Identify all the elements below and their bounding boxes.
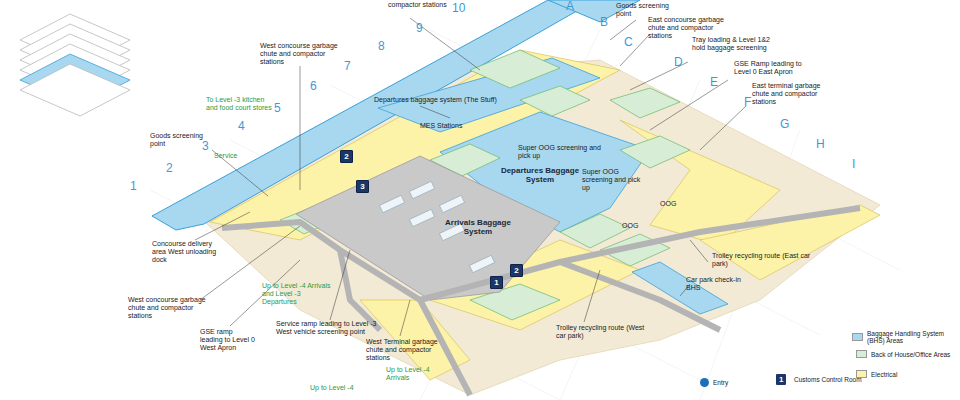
grid-reference: G: [780, 118, 789, 130]
legend-number: 1: [776, 374, 786, 385]
callout-text: East terminal garbage chute and compacto…: [752, 82, 832, 106]
grid-reference: 7: [344, 60, 351, 72]
callout-text: Up to Level -4 Arrivals: [386, 366, 446, 382]
legend-item: Customs Control Room: [794, 376, 862, 383]
callout-text: Goods screening point: [150, 132, 210, 148]
marker-number: 2: [511, 265, 522, 276]
legend-text: Customs Control Room: [794, 376, 862, 383]
callout-text: Service: [214, 152, 237, 160]
control-room-marker: 2: [510, 264, 523, 277]
grid-reference: 1: [130, 180, 137, 192]
callout-text: Service ramp leading to Level -3 West ve…: [276, 320, 380, 336]
legend-text: Entry: [713, 379, 728, 386]
callout-text: Super OOG screening and pick up: [518, 144, 608, 160]
callout-text: OOG: [622, 222, 638, 230]
grid-reference: 4: [238, 120, 245, 132]
grid-reference: H: [816, 138, 825, 150]
grid-reference: E: [710, 76, 718, 88]
legend-swatch: [852, 333, 863, 341]
grid-reference: C: [624, 36, 633, 48]
callout-text: Trolley recycling route (West car park): [556, 324, 646, 340]
legend-item: Entry: [700, 378, 728, 387]
callout-text: Up to Level -4: [310, 384, 354, 392]
callout-text: compactor stations: [388, 1, 460, 9]
grid-reference: B: [600, 16, 608, 28]
callout-text: Goods screening point: [616, 2, 672, 18]
control-room-marker: 1: [490, 276, 503, 289]
control-room-marker: 3: [356, 180, 369, 193]
grid-reference: 2: [166, 162, 173, 174]
entry-icon: [700, 378, 709, 387]
callout-text: West Terminal garbage chute and compacto…: [366, 338, 446, 362]
callout-text: Up to Level -4 Arrivals and Level -3 Dep…: [262, 282, 332, 306]
marker-number: 3: [357, 181, 368, 192]
legend-swatch: [856, 350, 867, 358]
callout-text: Departures baggage system (The Stuff): [374, 96, 514, 104]
grid-reference: 10: [452, 2, 465, 14]
callout-text: Super OOG screening and pick up: [582, 168, 642, 192]
callout-text: Car park check-in BHS: [686, 276, 746, 292]
callout-text: Concourse delivery area West unloading d…: [152, 240, 224, 264]
grid-reference: I: [852, 158, 855, 170]
callout-text: Arrivals Baggage System: [438, 218, 518, 236]
callout-text: OOG: [660, 200, 676, 208]
grid-reference: 8: [378, 40, 385, 52]
callout-text: GSE Ramp leading to Level 0 East Apron: [734, 60, 804, 76]
callout-text: To Level -3 kitchen and food court store…: [206, 96, 272, 112]
grid-reference: D: [674, 56, 683, 68]
legend-item: Electrical: [856, 370, 897, 378]
legend-item: Baggage Handling System (BHS) Areas: [852, 330, 960, 344]
callout-text: Trolley recycling route (East car park): [712, 252, 812, 268]
marker-number: 1: [491, 277, 502, 288]
legend-text: Baggage Handling System (BHS) Areas: [867, 330, 960, 344]
callout-text: GSE ramp leading to Level 0 West Apron: [200, 328, 256, 352]
legend-text: Electrical: [871, 371, 897, 378]
grid-reference: F: [744, 96, 751, 108]
callout-text: West concourse garbage chute and compact…: [260, 42, 340, 66]
control-room-marker: 2: [340, 150, 353, 163]
grid-reference: 3: [202, 140, 209, 152]
callout-text: West concourse garbage chute and compact…: [128, 296, 208, 320]
grid-reference: 6: [310, 80, 317, 92]
grid-reference: A: [566, 0, 574, 12]
legend-item: Back of House/Office Areas: [856, 350, 950, 358]
grid-reference: 9: [416, 22, 423, 34]
callout-text: Departures Baggage System: [500, 166, 580, 184]
marker-number: 2: [341, 151, 352, 162]
legend-text: Back of House/Office Areas: [871, 351, 950, 358]
grid-reference: 5: [274, 102, 281, 114]
callout-text: MES Stations: [420, 122, 462, 130]
callout-text: Tray loading & Level 1&2 hold baggage sc…: [692, 36, 776, 52]
